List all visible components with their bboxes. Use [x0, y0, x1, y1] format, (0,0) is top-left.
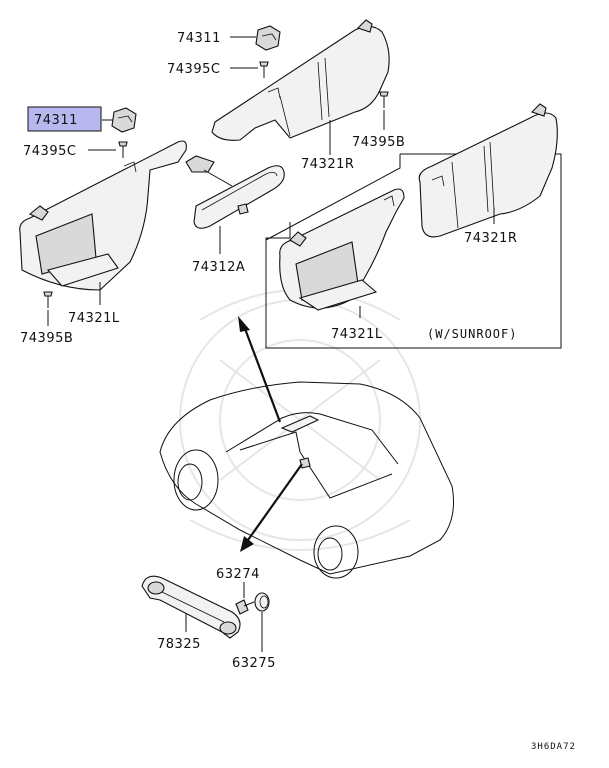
visor-left-sunroof[interactable]: [279, 188, 405, 311]
label-63274: 63274: [216, 567, 260, 582]
assist-grip[interactable]: [141, 575, 241, 639]
grip-cap-icon: [254, 592, 270, 612]
label-78325: 78325: [157, 637, 201, 652]
clip-left[interactable]: [111, 107, 137, 133]
label-74321r-sunroof: 74321R: [464, 231, 517, 246]
label-highlight: [27, 106, 102, 132]
visor-right-sunroof[interactable]: [418, 103, 558, 238]
pointer-arrows: [238, 316, 303, 552]
label-74395c-upper: 74395C: [167, 62, 220, 77]
screw-left-icon: [118, 141, 128, 158]
label-74321r-upper: 74321R: [301, 157, 354, 172]
label-74395c-left: 74395C: [23, 144, 76, 159]
clip-upper[interactable]: [255, 25, 281, 51]
car-body: [159, 381, 454, 579]
diagram-code: 3H6DA72: [531, 742, 576, 752]
label-74311-upper: 74311: [177, 31, 221, 46]
screw-b-right-icon: [379, 91, 389, 108]
sunroof-note: (W/SUNROOF): [427, 327, 517, 341]
label-74395b-right: 74395B: [352, 135, 405, 150]
grip-screw-icon: [235, 599, 255, 615]
label-74395b-left: 74395B: [20, 331, 73, 346]
label-63275: 63275: [232, 656, 276, 671]
screw-b-left-icon: [43, 291, 53, 308]
visor-right[interactable]: [211, 19, 390, 141]
label-74321l-sunroof: 74321L: [331, 327, 383, 342]
screw-upper-icon: [259, 61, 269, 78]
visor-left[interactable]: [19, 140, 187, 291]
label-74321l-left: 74321L: [68, 311, 120, 326]
label-74312a: 74312A: [192, 260, 245, 275]
rear-view-mirror[interactable]: [185, 155, 285, 229]
label-74311-left[interactable]: 74311: [34, 113, 78, 128]
